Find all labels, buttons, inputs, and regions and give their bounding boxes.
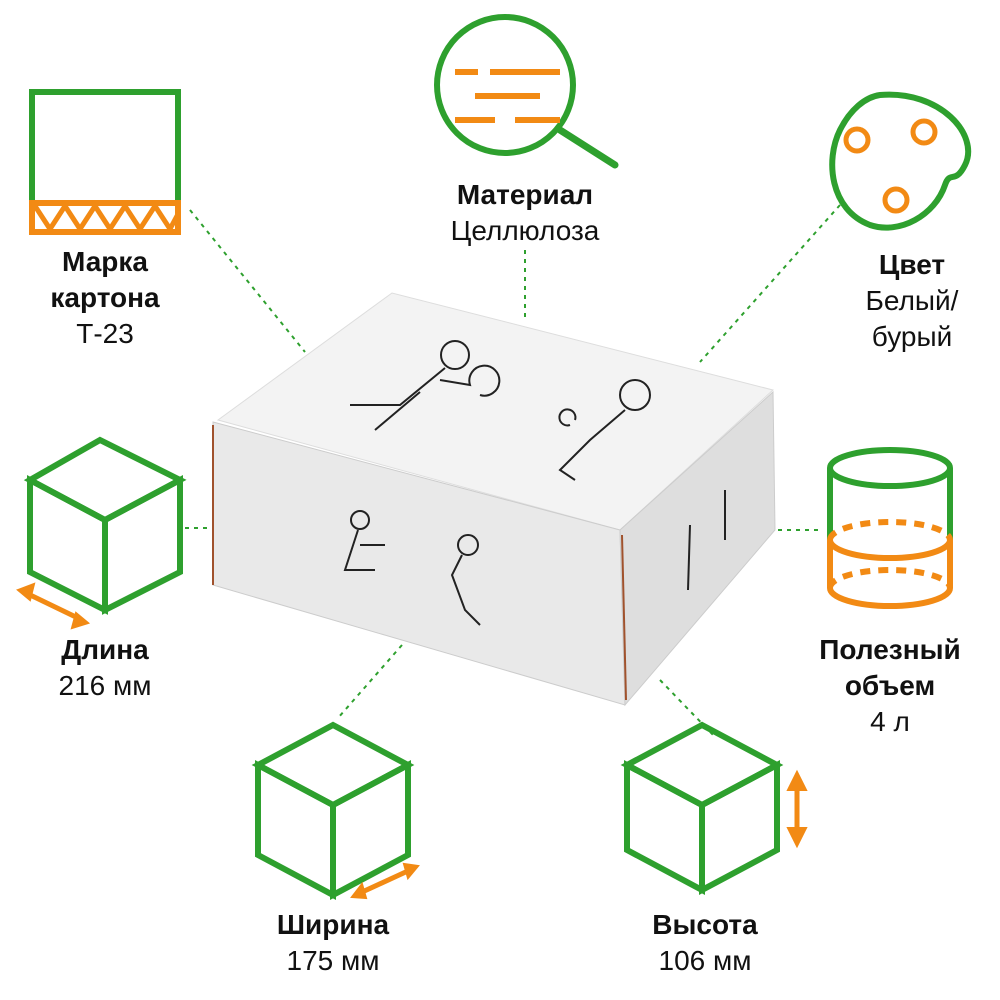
material-title: Материал xyxy=(456,179,594,210)
width-title: Ширина xyxy=(276,909,390,940)
cube-length-icon xyxy=(16,436,187,630)
volume-value: 4 л xyxy=(870,706,910,737)
connector-lines xyxy=(185,204,841,739)
length-title: Длина xyxy=(61,634,149,665)
palette-icon xyxy=(829,91,972,231)
volume-label: Полезный объем 4 л xyxy=(819,632,960,740)
volume-title-line1: Полезный xyxy=(819,634,961,665)
cylinder-volume-icon xyxy=(827,447,953,609)
material-label: Материал Целлюлоза xyxy=(451,177,600,249)
grade-title-line1: Марка xyxy=(62,246,148,277)
cube-height-icon xyxy=(620,721,808,895)
length-value: 216 мм xyxy=(58,670,152,701)
height-value: 106 мм xyxy=(658,945,752,976)
grade-label: Марка картона Т-23 xyxy=(50,244,159,352)
color-value-line1: Белый/ xyxy=(865,285,959,316)
height-label: Высота 106 мм xyxy=(652,907,757,979)
corrugated-cardboard-icon xyxy=(29,89,181,235)
color-value-line2: бурый xyxy=(871,321,953,352)
white-mailer-box xyxy=(212,292,776,707)
color-title: Цвет xyxy=(878,249,946,280)
height-title: Высота xyxy=(652,909,758,940)
grade-value: Т-23 xyxy=(76,318,134,349)
magnifier-icon xyxy=(434,14,619,169)
width-value: 175 мм xyxy=(286,945,380,976)
color-label: Цвет Белый/ бурый xyxy=(866,247,959,355)
width-label: Ширина 175 мм xyxy=(277,907,389,979)
material-value: Целлюлоза xyxy=(450,215,600,246)
length-label: Длина 216 мм xyxy=(59,632,152,704)
grade-title-line2: картона xyxy=(50,282,160,313)
cube-width-icon xyxy=(251,721,420,900)
volume-title-line2: объем xyxy=(844,670,936,701)
